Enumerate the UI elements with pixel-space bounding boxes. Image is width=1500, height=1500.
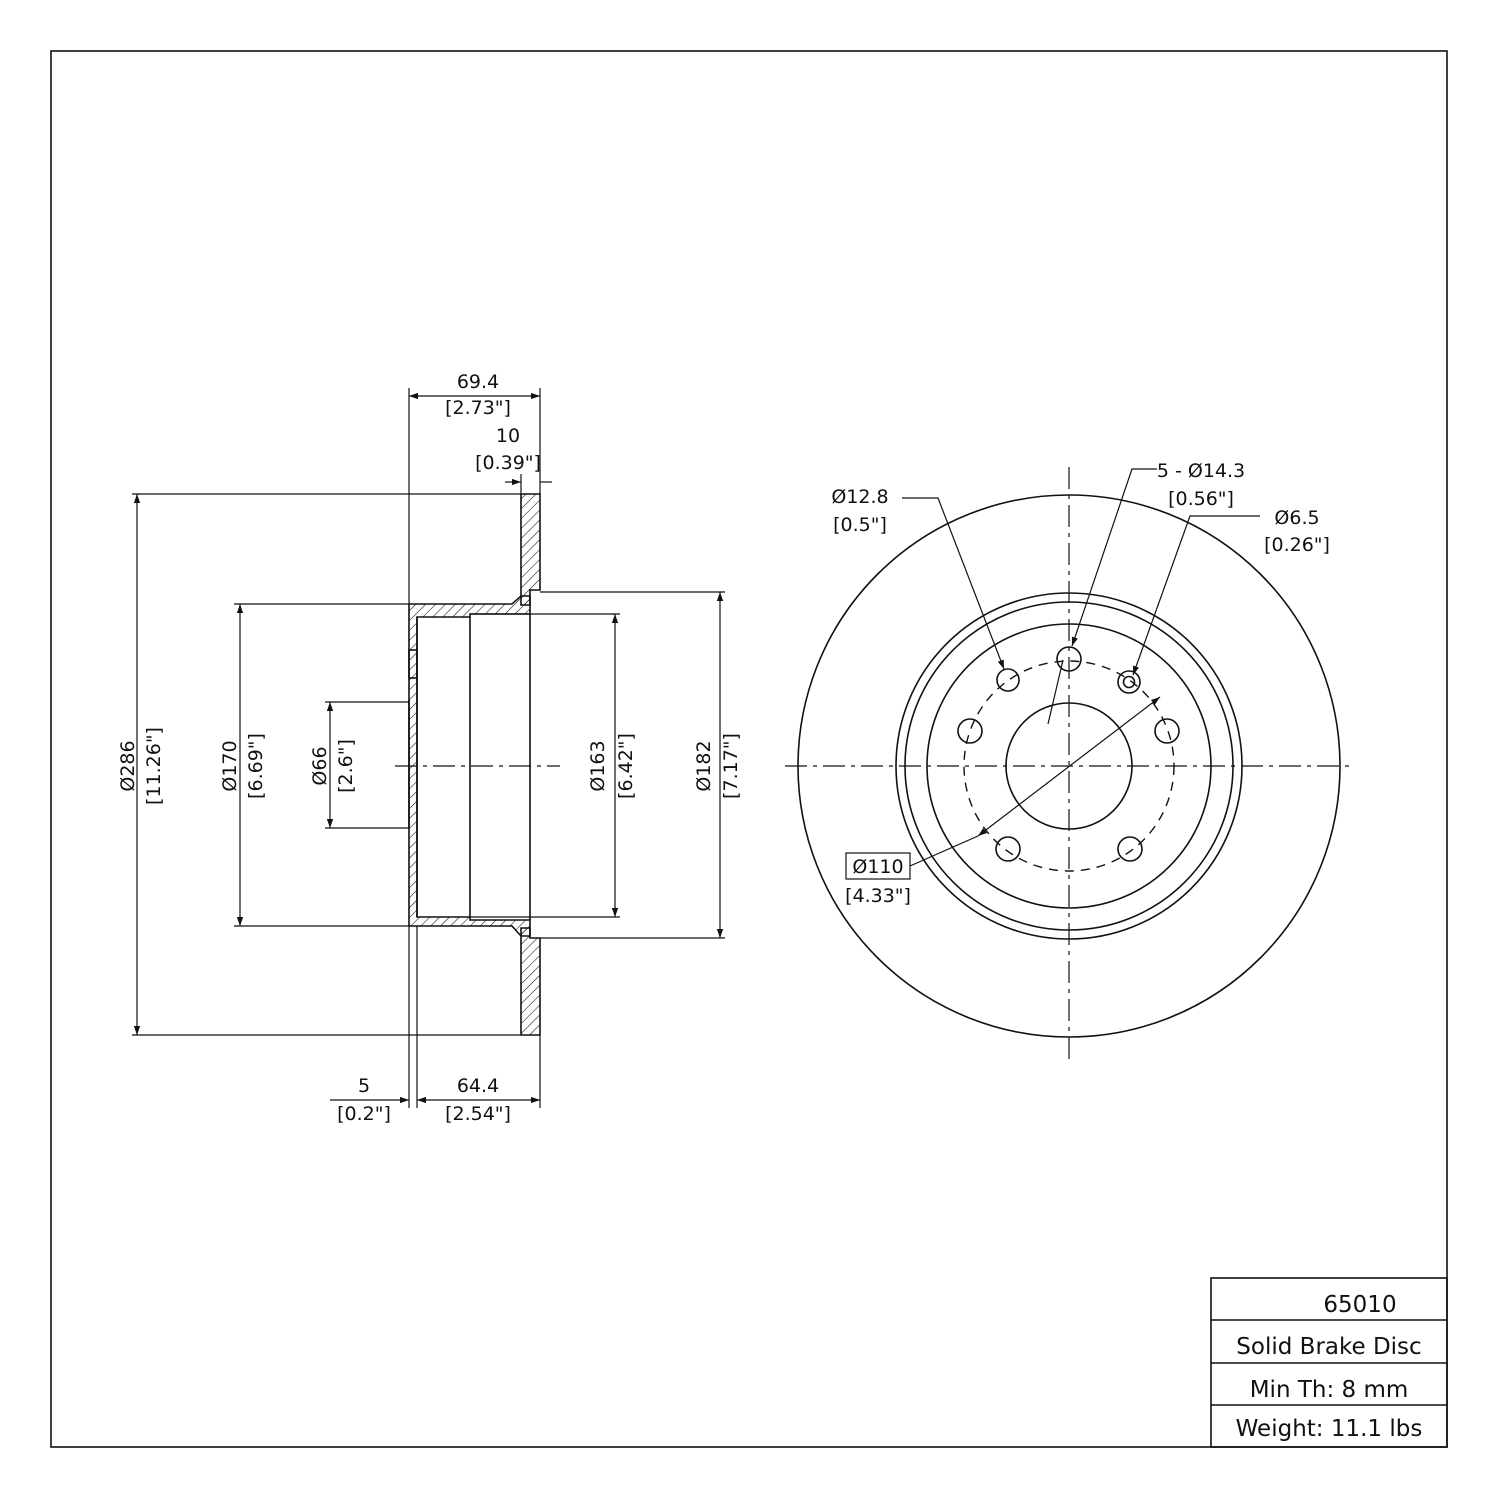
- locating-hole: [996, 668, 1020, 692]
- locating-hole: [1117, 670, 1141, 694]
- overall-height-mm: 69.4: [457, 371, 499, 393]
- hat-outer-diameter-in: [6.69"]: [245, 733, 267, 799]
- bolt-hole: [995, 836, 1021, 862]
- overall-height-in: [2.73"]: [445, 397, 511, 419]
- disc-thickness-in: [0.39"]: [475, 452, 541, 474]
- hat-inner-edge: [926, 623, 1212, 909]
- center-bore-mm: Ø66: [309, 746, 331, 785]
- hat-flange-edge: [895, 592, 1243, 940]
- hat-wall-mm: 5: [358, 1075, 370, 1097]
- small-hole: [1122, 675, 1136, 689]
- min-thickness: Min Th: 8 mm: [1250, 1377, 1409, 1403]
- hat-inner-diameter-in: [6.42"]: [615, 733, 637, 799]
- hat-inner-diameter-mm: Ø163: [587, 740, 609, 791]
- outer-diameter-in: [11.26"]: [143, 727, 165, 805]
- bolt-hole: [957, 718, 983, 744]
- disc-outer-edge: [797, 494, 1341, 1038]
- part-description: Solid Brake Disc: [1236, 1334, 1421, 1360]
- hat-flange-diameter-mm: Ø182: [693, 740, 715, 791]
- bolt-hole: [1154, 718, 1180, 744]
- disc-section-bottom: [520, 927, 541, 1036]
- leader-locating-holes: [902, 497, 1005, 670]
- pilot-notch: [408, 649, 418, 679]
- bolt-holes-mm: 5 - Ø14.3: [1157, 460, 1245, 482]
- bolt-hole: [1117, 836, 1143, 862]
- leader-bolt-holes: [1071, 468, 1157, 647]
- bolt-circle: [963, 660, 1175, 872]
- hat-outer-diameter-mm: Ø170: [219, 740, 241, 791]
- leader-bolt-circle: [909, 835, 979, 867]
- leader-bolt-hole-center: [1047, 659, 1064, 725]
- locating-holes-in: [0.5"]: [833, 514, 887, 536]
- hat-depth-mm: 64.4: [457, 1075, 499, 1097]
- side-section-view: 69.4 [2.73"] 10 [0.39"] Ø286 [11.26"] Ø1…: [117, 371, 742, 1125]
- bolt-circle-diameter-line: [977, 696, 1161, 837]
- bolt-holes-in: [0.56"]: [1168, 488, 1234, 510]
- title-block: 65010 Solid Brake Disc Min Th: 8 mm Weig…: [1210, 1277, 1448, 1448]
- hat-outer-edge: [904, 601, 1234, 931]
- small-hole-in: [0.26"]: [1264, 534, 1330, 556]
- bolt-circle-mm: Ø110: [852, 856, 903, 878]
- front-view: Ø12.8 [0.5"] 5 - Ø14.3 [0.56"] Ø6.5 [0.2…: [785, 460, 1355, 1065]
- part-number: 65010: [1323, 1292, 1396, 1318]
- leader-small-hole: [1132, 515, 1260, 676]
- disc-thickness-mm: 10: [496, 425, 520, 447]
- bolt-circle-in: [4.33"]: [845, 885, 911, 907]
- part-weight: Weight: 11.1 lbs: [1236, 1416, 1423, 1442]
- hat-flange-diameter-in: [7.17"]: [720, 733, 742, 799]
- small-hole-mm: Ø6.5: [1274, 507, 1319, 529]
- disc-section-top: [520, 493, 541, 606]
- hat-wall-in: [0.2"]: [337, 1103, 391, 1125]
- hat-depth-in: [2.54"]: [445, 1103, 511, 1125]
- locating-holes-mm: Ø12.8: [831, 486, 888, 508]
- drawing-border: [50, 50, 1448, 1448]
- center-bore-in: [2.6"]: [335, 739, 357, 793]
- bolt-circle-basic-box: [845, 852, 911, 880]
- bolt-hole: [1056, 646, 1082, 672]
- outer-diameter-mm: Ø286: [117, 740, 139, 791]
